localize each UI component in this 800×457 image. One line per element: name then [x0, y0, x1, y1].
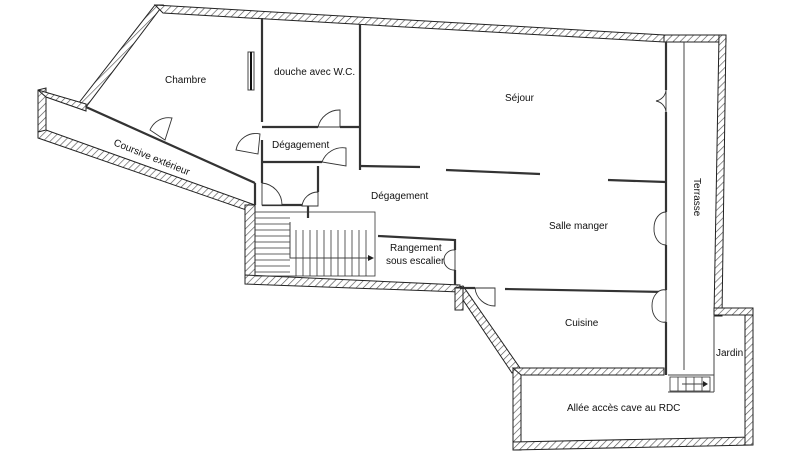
label-terrasse: Terrasse — [691, 178, 702, 217]
door-cuisine — [474, 287, 496, 307]
label-chambre: Chambre — [165, 75, 207, 86]
wall-top — [153, 4, 665, 43]
label-rangement-2: sous escalier — [386, 256, 445, 267]
label-salle-manger: Salle manger — [549, 221, 609, 232]
doors — [149, 51, 667, 323]
wall-allee-bottom — [512, 436, 754, 451]
wall-coursive-top — [37, 89, 87, 112]
door-coursive — [149, 117, 173, 141]
wall-bottom-middle — [244, 274, 461, 293]
door-corridor-2 — [301, 191, 319, 207]
label-jardin: Jardin — [716, 348, 743, 359]
wall-allee-top — [511, 367, 665, 376]
door-corridor — [261, 182, 283, 206]
door-rangement — [443, 249, 456, 271]
label-degagement-large: Dégagement — [371, 191, 428, 202]
wall-coursive-bottom — [37, 129, 256, 214]
label-cuisine: Cuisine — [565, 318, 599, 329]
wall-terrasse-top — [663, 34, 727, 43]
wall-stair-left — [244, 204, 256, 282]
wall-terrasse-right — [713, 34, 727, 317]
wall-jardin-top — [713, 307, 754, 316]
room-labels: Chambre douche avec W.C. Séjour Dégageme… — [112, 67, 743, 414]
door-degagement — [321, 147, 347, 167]
door-cuisine-terrasse — [651, 289, 667, 323]
label-sejour: Séjour — [505, 93, 535, 104]
label-allee: Allée accès cave au RDC — [567, 403, 680, 414]
door-salle-terrasse — [653, 211, 667, 246]
label-degagement-small: Dégagement — [272, 140, 329, 151]
interior-walls — [85, 18, 715, 393]
label-rangement-1: Rangement — [390, 243, 442, 254]
exterior-walls — [37, 4, 754, 451]
wall-allee-left — [512, 367, 522, 451]
door-douche — [317, 109, 341, 128]
small-stair — [669, 376, 711, 392]
door-chambre — [235, 133, 261, 155]
door-sejour-terrasse — [655, 89, 667, 113]
staircase — [254, 211, 376, 277]
wall-cuisine-left — [454, 287, 464, 311]
wall-jardin-right — [744, 307, 754, 446]
label-douche: douche avec W.C. — [274, 67, 355, 78]
wall-chambre-diagonal — [77, 4, 165, 108]
